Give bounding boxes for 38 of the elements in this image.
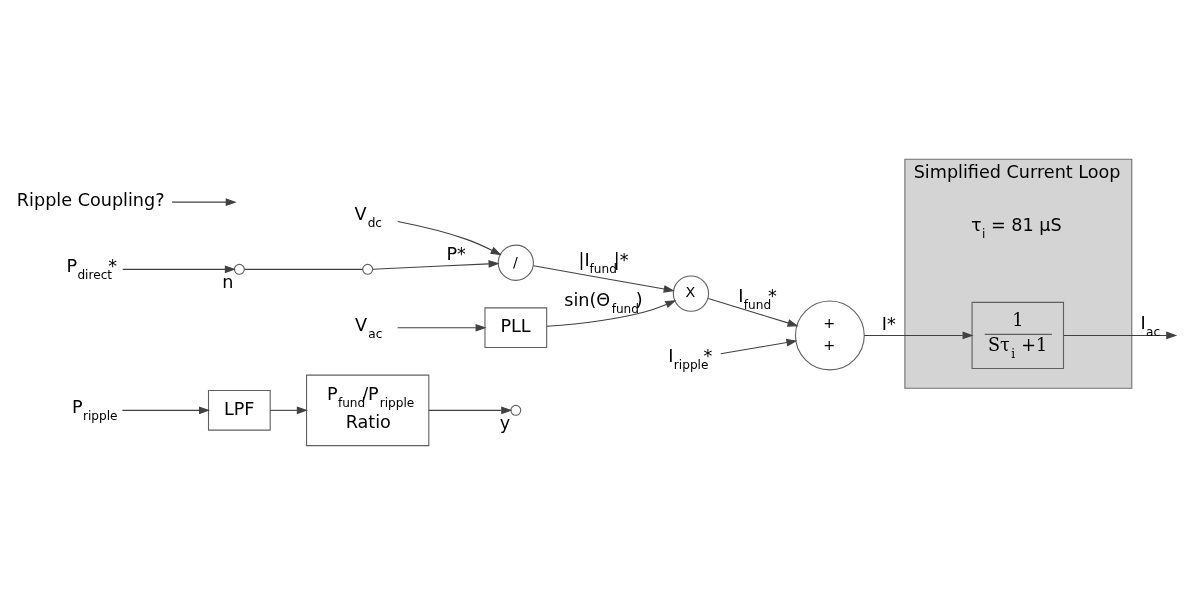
node-text: P$_{ripple}$	[71, 397, 118, 424]
node-text: P$_{direct}$*	[66, 256, 118, 283]
node-circle: + +	[794, 300, 865, 371]
arrow	[532, 265, 675, 293]
arrow	[171, 198, 237, 207]
edge-label: I$_{ac}$	[1140, 312, 1161, 339]
node-text: Ripple Coupling?	[16, 190, 165, 211]
node-circle: X	[672, 275, 710, 312]
arrow	[121, 406, 210, 415]
node-circle	[362, 263, 374, 275]
arrow	[397, 220, 502, 256]
edge-label: |I$_{fund}$|*	[578, 249, 629, 276]
node-box: 1 Sτ$_{i}$ +1	[971, 301, 1065, 370]
arrow	[397, 323, 487, 332]
arrow	[863, 331, 974, 340]
arrow	[720, 338, 798, 355]
edge-label: I$_{fund}$*	[738, 286, 777, 313]
arrow	[707, 298, 799, 327]
node-circle: /	[497, 244, 534, 281]
arrow	[1063, 331, 1178, 340]
edge-label: I*	[881, 313, 896, 334]
node-circle	[510, 404, 522, 416]
node-text: V$_{dc}$	[354, 203, 383, 230]
arrow	[269, 406, 308, 415]
arrow	[372, 260, 500, 270]
node-box: PLL	[484, 307, 548, 349]
node-box: LPF	[207, 389, 271, 431]
arrow	[546, 300, 677, 327]
edge-label: sin(Θ$_{fund}$)	[564, 289, 643, 316]
node-text: I$_{ripple}$*	[668, 345, 713, 372]
node-label: y	[499, 413, 511, 434]
arrow	[428, 406, 513, 415]
connector	[243, 268, 364, 270]
node-circle	[233, 263, 245, 275]
edge-label: P*	[446, 244, 466, 265]
arrow	[122, 265, 236, 274]
node-text: V$_{ac}$	[355, 314, 383, 341]
node-label: n	[222, 272, 234, 293]
